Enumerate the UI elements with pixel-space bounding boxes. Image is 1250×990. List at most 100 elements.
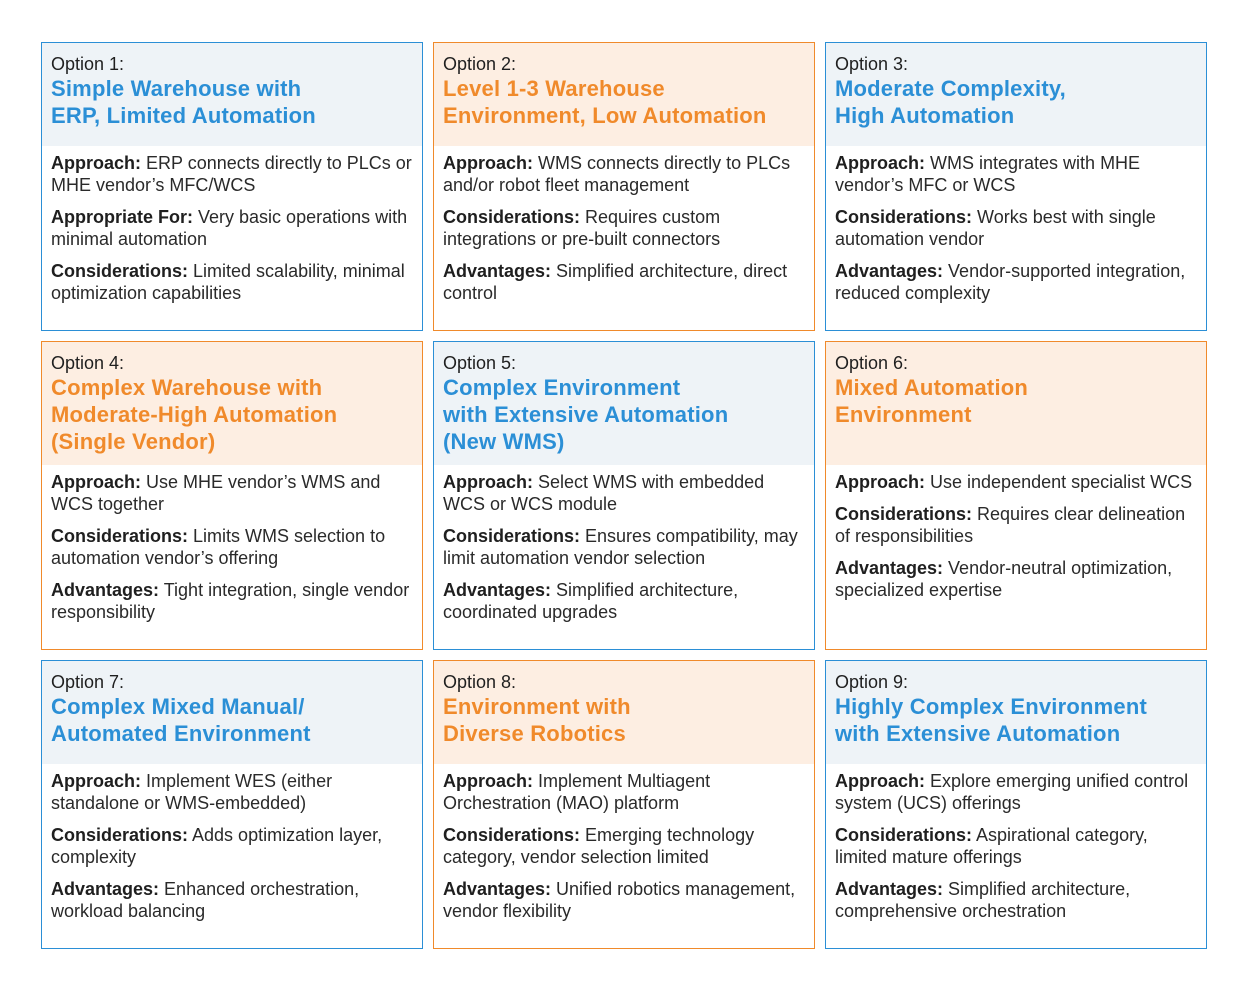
row-label: Advantages: [51, 879, 160, 899]
option-title-line: Environment [835, 402, 972, 427]
row-label: Approach: [835, 153, 925, 173]
row-label: Considerations: [443, 825, 581, 845]
option-title: Simple Warehouse with ERP, Limited Autom… [51, 75, 413, 129]
option-card-body: Approach: Use MHE vendor’s WMS and WCS t… [42, 465, 422, 623]
considerations-row: Considerations: Works best with single a… [835, 206, 1197, 250]
advantages-row: Advantages: Simplified architecture, com… [835, 878, 1197, 922]
option-card-header: Option 2: Level 1-3 Warehouse Environmen… [434, 43, 814, 146]
option-card-7: Option 7: Complex Mixed Manual/ Automate… [41, 660, 423, 949]
option-card-body: Approach: Select WMS with embedded WCS o… [434, 465, 814, 623]
approach-row: Approach: Explore emerging unified contr… [835, 770, 1197, 814]
row-label: Advantages: [835, 558, 944, 578]
option-title-line: with Extensive Automation [835, 721, 1121, 746]
considerations-row: Considerations: Emerging technology cate… [443, 824, 805, 868]
option-title-line: with Extensive Automation [443, 402, 729, 427]
option-title-line: (Single Vendor) [51, 429, 216, 454]
option-title-line: Moderate-High Automation [51, 402, 338, 427]
row-text: Works best with single automation vendor [835, 207, 1156, 249]
row-text: Vendor-neutral optimization, specialized… [835, 558, 1173, 600]
row-label: Advantages: [443, 261, 552, 281]
row-text: Use MHE vendor’s WMS and WCS together [51, 472, 381, 514]
option-title-line: Environment, Low Automation [443, 103, 767, 128]
row-text: Requires clear delineation of responsibi… [835, 504, 1186, 546]
option-title-line: Complex Warehouse with [51, 375, 323, 400]
option-title-line: Highly Complex Environment [835, 694, 1148, 719]
option-card-header: Option 7: Complex Mixed Manual/ Automate… [42, 661, 422, 764]
option-card-header: Option 3: Moderate Complexity, High Auto… [826, 43, 1206, 146]
option-title: Complex Mixed Manual/ Automated Environm… [51, 693, 413, 747]
row-label: Considerations: [51, 261, 189, 281]
appropriate-for-row: Appropriate For: Very basic operations w… [51, 206, 413, 250]
row-text: Unified robotics management, vendor flex… [443, 879, 796, 921]
option-card-body: Approach: WMS connects directly to PLCs … [434, 146, 814, 304]
row-text: Limits WMS selection to automation vendo… [51, 526, 386, 568]
considerations-row: Considerations: Requires clear delineati… [835, 503, 1197, 547]
row-label: Approach: [51, 153, 141, 173]
option-title: Complex Warehouse with Moderate-High Aut… [51, 374, 413, 455]
approach-row: Approach: WMS integrates with MHE vendor… [835, 152, 1197, 196]
row-label: Considerations: [835, 825, 973, 845]
row-text: WMS connects directly to PLCs and/or rob… [443, 153, 791, 195]
option-number: Option 8: [443, 672, 517, 692]
row-text: Simplified architecture, coordinated upg… [443, 580, 739, 622]
option-title-line: Mixed Automation [835, 375, 1029, 400]
row-text: Ensures compatibility, may limit automat… [443, 526, 798, 568]
row-label: Advantages: [835, 261, 944, 281]
advantages-row: Advantages: Simplified architecture, coo… [443, 579, 805, 623]
row-text: Tight integration, single vendor respons… [51, 580, 410, 622]
option-title-line: (New WMS) [443, 429, 565, 454]
row-label: Considerations: [443, 526, 581, 546]
row-label: Appropriate For: [51, 207, 193, 227]
row-text: Explore emerging unified control system … [835, 771, 1189, 813]
option-card-body: Approach: ERP connects directly to PLCs … [42, 146, 422, 304]
advantages-row: Advantages: Vendor-supported integration… [835, 260, 1197, 304]
row-label: Advantages: [835, 879, 944, 899]
option-card-4: Option 4: Complex Warehouse with Moderat… [41, 341, 423, 650]
approach-row: Approach: Use independent specialist WCS [835, 471, 1197, 493]
option-title: Complex Environment with Extensive Autom… [443, 374, 805, 455]
option-title: Mixed Automation Environment [835, 374, 1197, 428]
row-label: Approach: [51, 472, 141, 492]
row-text: Enhanced orchestration, workload balanci… [51, 879, 360, 921]
approach-row: Approach: Use MHE vendor’s WMS and WCS t… [51, 471, 413, 515]
option-card-header: Option 5: Complex Environment with Exten… [434, 342, 814, 465]
row-label: Approach: [835, 472, 925, 492]
option-title-line: ERP, Limited Automation [51, 103, 316, 128]
option-card-9: Option 9: Highly Complex Environment wit… [825, 660, 1207, 949]
row-text: Implement WES (either standalone or WMS-… [51, 771, 333, 813]
option-title-line: Simple Warehouse with [51, 76, 302, 101]
option-number: Option 4: [51, 353, 125, 373]
row-text: ERP connects directly to PLCs or MHE ven… [51, 153, 412, 195]
row-label: Considerations: [835, 207, 973, 227]
option-title-line: Diverse Robotics [443, 721, 626, 746]
row-label: Approach: [443, 472, 533, 492]
advantages-row: Advantages: Enhanced orchestration, work… [51, 878, 413, 922]
option-card-header: Option 8: Environment with Diverse Robot… [434, 661, 814, 764]
row-text: Select WMS with embedded WCS or WCS modu… [443, 472, 765, 514]
row-text: Adds optimization layer, complexity [51, 825, 383, 867]
option-number: Option 5: [443, 353, 517, 373]
approach-row: Approach: WMS connects directly to PLCs … [443, 152, 805, 196]
option-title-line: Moderate Complexity, [835, 76, 1066, 101]
option-card-5: Option 5: Complex Environment with Exten… [433, 341, 815, 650]
row-text: Use independent specialist WCS [930, 472, 1193, 492]
option-card-header: Option 4: Complex Warehouse with Moderat… [42, 342, 422, 465]
option-card-header: Option 9: Highly Complex Environment wit… [826, 661, 1206, 764]
row-text: Aspirational category, limited mature of… [835, 825, 1148, 867]
row-text: Limited scalability, minimal optimizatio… [51, 261, 405, 303]
row-label: Advantages: [51, 580, 160, 600]
row-label: Approach: [443, 771, 533, 791]
considerations-row: Considerations: Ensures compatibility, m… [443, 525, 805, 569]
option-number: Option 1: [51, 54, 125, 74]
option-title-line: Level 1-3 Warehouse [443, 76, 665, 101]
option-card-header: Option 6: Mixed Automation Environment [826, 342, 1206, 465]
row-text: Simplified architecture, direct control [443, 261, 788, 303]
option-card-6: Option 6: Mixed Automation Environment A… [825, 341, 1207, 650]
row-text: Vendor-supported integration, reduced co… [835, 261, 1186, 303]
option-title-line: Complex Environment [443, 375, 681, 400]
considerations-row: Considerations: Aspirational category, l… [835, 824, 1197, 868]
option-title: Moderate Complexity, High Automation [835, 75, 1197, 129]
option-title: Level 1-3 Warehouse Environment, Low Aut… [443, 75, 805, 129]
advantages-row: Advantages: Unified robotics management,… [443, 878, 805, 922]
row-text: Very basic operations with minimal autom… [51, 207, 408, 249]
